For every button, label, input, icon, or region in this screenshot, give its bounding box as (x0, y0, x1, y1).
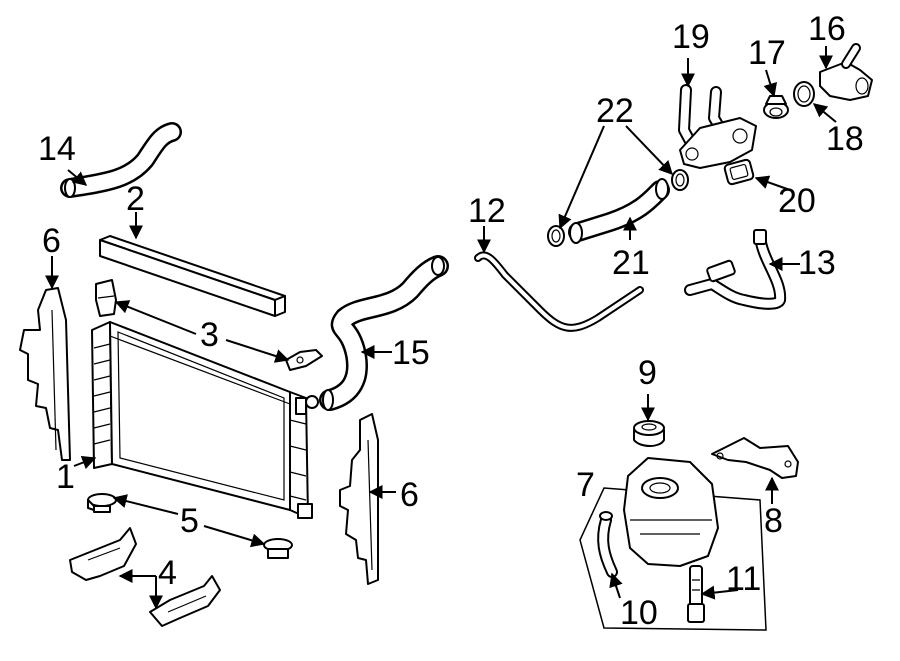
callout-16: 16 (808, 10, 846, 48)
part-2-upper-seal (99, 235, 286, 317)
callout-7: 7 (576, 466, 595, 504)
part-7-reservoir-group (579, 457, 767, 631)
callout-13: 13 (798, 244, 836, 282)
callout-12: 12 (468, 192, 506, 230)
part-17-thermostat (763, 95, 789, 119)
part-10-hose (597, 511, 618, 578)
callout-1: 1 (56, 458, 75, 496)
callout-4: 4 (158, 554, 177, 592)
callout-14: 14 (38, 130, 76, 168)
callout-20: 20 (778, 182, 816, 220)
part-1-radiator (91, 321, 319, 519)
callout-9: 9 (638, 354, 657, 392)
part-11-sensor (687, 565, 705, 623)
part-21-water-pipe (568, 178, 670, 244)
callout-21: 21 (612, 244, 650, 282)
part-12-bypass-pipe (474, 251, 644, 332)
part-6-air-baffle-left (19, 287, 71, 461)
callout-11: 11 (726, 560, 761, 598)
callout-8: 8 (764, 502, 783, 540)
callout-10: 10 (620, 594, 658, 632)
part-19-outlet-housing (678, 84, 757, 169)
callout-6-left: 6 (42, 222, 61, 260)
part-5-bushings (87, 493, 293, 559)
part-9-reservoir-cap (633, 420, 665, 447)
part-16-thermostat-housing (819, 43, 873, 101)
callout-3: 3 (200, 316, 219, 354)
callout-18: 18 (826, 120, 864, 158)
part-13-heater-hose (684, 229, 787, 310)
part-18-seal-ring (793, 81, 815, 107)
part-20-gasket (723, 158, 755, 186)
part-14-radiator-hose (60, 122, 182, 198)
callout-19: 19 (672, 18, 710, 56)
callout-22: 22 (596, 92, 634, 130)
part-15-radiator-hose (319, 255, 449, 411)
part-8-reservoir-bracket (711, 437, 799, 479)
callout-5: 5 (180, 502, 199, 540)
callout-15: 15 (392, 334, 430, 372)
part-6-air-baffle-right (339, 413, 379, 585)
callout-6-right: 6 (400, 476, 419, 514)
callout-2: 2 (126, 180, 145, 218)
part-3-brackets (95, 279, 323, 371)
leader-lines (45, 46, 837, 610)
part-22-o-rings (547, 169, 689, 247)
callout-numbers: 14 2 3 6 1 5 4 6 15 12 21 22 19 17 16 18… (38, 10, 864, 632)
callout-17: 17 (748, 34, 786, 72)
part-4-brackets (69, 527, 221, 627)
